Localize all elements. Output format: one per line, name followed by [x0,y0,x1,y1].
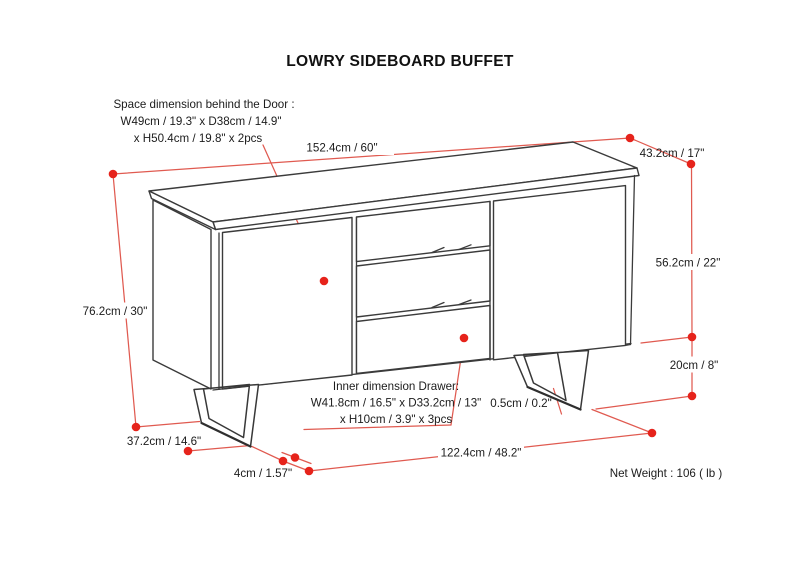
dim-line-overall-width [112,137,631,175]
leader-leg-width-a [187,444,252,452]
foot-thickness-tick [552,387,563,415]
net-weight-label: Net Weight : 106 ( lb ) [610,467,723,480]
dim-label-leg-depth: 37.2cm / 14.6" [127,435,201,448]
dim-label-overall-depth: 43.2cm / 17" [640,147,705,160]
dot-base-left [304,466,314,476]
drawer-note-underline [303,424,452,431]
diagram-text: LOWRY SIDEBOARD BUFFET Space dimension b… [80,53,726,480]
leader-body-bottom-corner [640,336,693,344]
page-title: LOWRY SIDEBOARD BUFFET [286,53,514,70]
dot-leg-leader [183,446,193,456]
dim-line-overall-height [112,173,137,428]
left-leg-foot [200,421,252,448]
cabinet-right-bottom [624,343,632,347]
drawer-note-line2: W41.8cm / 16.5" x D33.2cm / 13" [311,397,482,410]
dot-leg-width-a [278,456,288,466]
dot-leg-bottom [687,391,697,401]
left-door [218,216,358,390]
label-bg-leg-height [667,356,721,373]
label-bg-overall-height [80,302,150,319]
door-space-line1: Space dimension behind the Door : [113,98,294,111]
top-edge-left [148,190,217,231]
drawer-note-line1: Inner dimension Drawer: [333,380,459,393]
label-bg-overall-width [290,139,394,155]
dot-top-right [625,133,635,143]
dot-door-space [319,276,329,286]
dimension-dots [108,133,697,476]
door-space-note: Space dimension behind the Door : W49cm … [113,98,294,145]
drawer-gap-tick-4 [458,299,472,306]
dot-depth-right [686,159,696,169]
dot-drawer [459,333,469,343]
right-leg [513,349,590,411]
dot-leg-width-b [290,453,300,462]
dim-label-foot-thickness: 0.5cm / 0.2" [490,397,551,410]
right-door [489,174,636,361]
leader-leg-width-c [282,460,310,472]
leader-right-leg-foot [595,395,693,410]
label-bg-leg-span [438,444,524,460]
dot-base-right [647,428,657,438]
drawer-3 [355,304,491,375]
right-door-front [492,184,627,361]
drawer-gap-tick-3 [431,301,445,309]
leader-leg-width-b [251,445,284,462]
cabinet-right-edge [629,174,636,346]
label-bg-body-height [650,254,726,270]
dim-label-body-height: 56.2cm / 22" [656,257,721,270]
leader-leg-depth [135,420,201,428]
left-side-panel [152,199,212,390]
drawer-note-line3: x H10cm / 3.9" x 3pcs [340,413,453,426]
door-space-line3: x H50.4cm / 19.8" x 2pcs [134,132,263,145]
left-leg [193,383,260,448]
drawer-gap-tick-2 [458,244,472,251]
dot-left-bottom [131,422,141,432]
dim-label-leg-span: 122.4cm / 48.2" [441,447,522,460]
dim-line-body-height [690,163,693,338]
dot-top-left [108,169,118,179]
dim-label-overall-width: 152.4cm / 60" [306,142,377,155]
right-leg-foot [526,385,582,411]
drawer-stack [355,200,491,375]
dim-line-overall-depth [629,137,692,165]
dim-label-overall-height: 76.2cm / 30" [83,305,148,318]
sideboard-drawing [148,141,640,448]
dim-label-leg-height: 20cm / 8" [670,359,719,372]
drawer-2 [355,249,491,318]
drawer-gap-tick-1 [431,246,445,254]
leader-leg-span [591,408,653,434]
drawer-note: Inner dimension Drawer: W41.8cm / 16.5" … [311,380,482,426]
dot-body-bottom [687,332,697,342]
door-space-line2: W49cm / 19.3" x D38cm / 14.9" [121,115,282,128]
dim-label-leg-width: 4cm / 1.57" [234,467,292,480]
left-leg-shape [193,383,260,448]
left-door-front [221,216,353,390]
top-panel [148,141,640,231]
